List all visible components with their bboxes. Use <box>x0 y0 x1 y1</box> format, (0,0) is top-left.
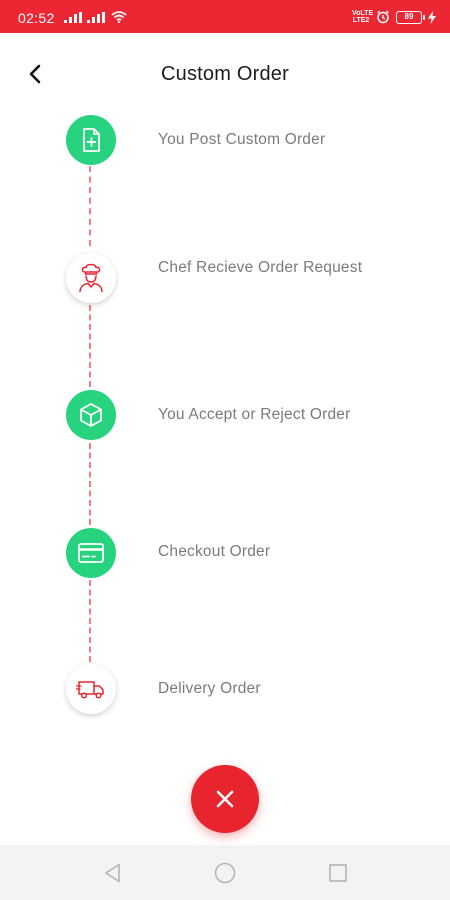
step-circle-chef-receive <box>66 253 116 303</box>
chevron-left-icon <box>29 64 41 84</box>
volte-line-2: LTE2 <box>352 17 370 24</box>
page-title: Custom Order <box>161 63 289 85</box>
chef-icon <box>79 263 103 293</box>
delivery-truck-icon <box>76 681 104 699</box>
step-label: You Post Custom Order <box>158 131 326 148</box>
volte-badge: VoLTE LTE2 <box>352 10 374 24</box>
close-icon <box>216 790 234 808</box>
step-label: Delivery Order <box>158 680 261 697</box>
credit-card-icon <box>78 543 104 563</box>
wifi-icon <box>111 11 127 23</box>
nav-recents-button[interactable] <box>326 861 350 885</box>
signal-icon <box>64 12 82 23</box>
nav-back-button[interactable] <box>101 861 125 885</box>
status-right-cluster: VoLTE LTE2 89 <box>352 9 436 25</box>
timeline-connector <box>89 443 91 525</box>
timeline-connector <box>89 580 91 662</box>
timeline-connector <box>89 166 91 246</box>
charging-icon <box>428 10 436 24</box>
document-plus-icon <box>83 128 100 152</box>
square-recents-icon <box>329 864 347 882</box>
step-circle-accept-reject <box>66 390 116 440</box>
step-circle-checkout <box>66 528 116 578</box>
step-label: You Accept or Reject Order <box>158 406 351 423</box>
back-button[interactable] <box>24 62 48 86</box>
close-button[interactable] <box>191 765 259 833</box>
volte-line-1: VoLTE <box>352 10 374 17</box>
status-bar: 02:52 VoLTE LTE2 89 <box>0 0 450 33</box>
circle-home-icon <box>214 862 236 884</box>
signal-icon-secondary <box>87 12 105 23</box>
step-circle-delivery <box>66 664 116 714</box>
alarm-icon <box>376 10 390 24</box>
triangle-back-icon <box>105 863 120 883</box>
box-icon <box>80 403 102 427</box>
step-circle-post-order <box>66 115 116 165</box>
step-label: Checkout Order <box>158 543 271 560</box>
step-label: Chef Recieve Order Request <box>158 259 363 276</box>
battery-icon: 89 <box>396 10 425 24</box>
status-time: 02:52 <box>18 10 55 26</box>
system-nav-bar <box>0 845 450 900</box>
timeline-connector <box>89 305 91 387</box>
nav-home-button[interactable] <box>213 861 237 885</box>
